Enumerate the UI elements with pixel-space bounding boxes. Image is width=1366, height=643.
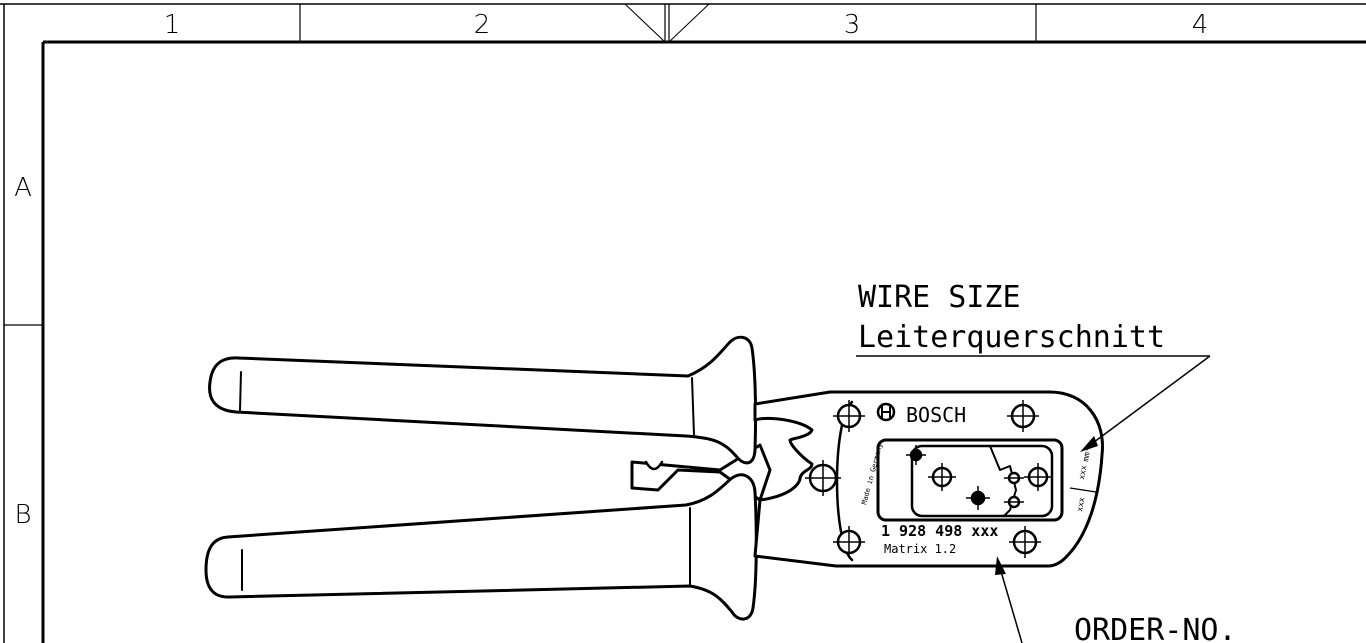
wire-size-leader <box>1085 355 1211 449</box>
lower-handle <box>204 473 758 621</box>
tool-screws <box>805 400 1052 558</box>
column-label-4: 4 <box>1192 10 1209 40</box>
die-screw-right-icon <box>1024 463 1052 491</box>
brand-name: BOSCH <box>906 403 966 427</box>
wire-spec-divider <box>1069 487 1097 493</box>
drawing-frame <box>0 3 1366 643</box>
wire-size-label: WIRE SIZE <box>858 280 1021 315</box>
column-label-1: 1 <box>164 10 181 40</box>
wire-size-label-de: Leiterquerschnitt <box>858 320 1165 355</box>
die-pin-small-icon <box>966 486 990 510</box>
order-no-leader <box>999 567 1023 643</box>
upper-handle <box>208 335 758 465</box>
row-label-a: A <box>14 173 32 203</box>
column-label-3: 3 <box>844 10 861 40</box>
bosch-logo-icon <box>876 402 896 422</box>
column-label-2: 2 <box>474 10 491 40</box>
die-pin-right-bottom-icon <box>1004 495 1024 509</box>
wire-spec-a: xxx <box>1077 464 1088 480</box>
pivot-screw-icon <box>805 460 841 496</box>
crimping-tool <box>204 335 1104 621</box>
head-screw-top-right-icon <box>1007 400 1039 432</box>
order-no-label: ORDER-NO. <box>1074 613 1237 643</box>
order-no-arrowhead-icon <box>995 556 1006 575</box>
row-label-b: B <box>14 500 31 530</box>
wire-unit: mm² <box>1081 447 1092 463</box>
matrix-label: Matrix 1.2 <box>884 542 956 556</box>
part-number: 1 928 498 xxx <box>881 522 998 540</box>
head-screw-bottom-left-icon <box>833 526 865 558</box>
wire-size-arrowhead-icon <box>1080 436 1098 452</box>
die-pin-top-icon <box>906 445 926 465</box>
head-screw-top-left-icon <box>833 400 865 432</box>
wire-spec-b: xxx <box>1075 496 1086 512</box>
linkage-slot <box>644 460 664 471</box>
die-pin-right-top-icon <box>1004 471 1024 485</box>
die-screw-left-icon <box>928 463 956 491</box>
head-screw-bottom-right-icon <box>1009 526 1041 558</box>
